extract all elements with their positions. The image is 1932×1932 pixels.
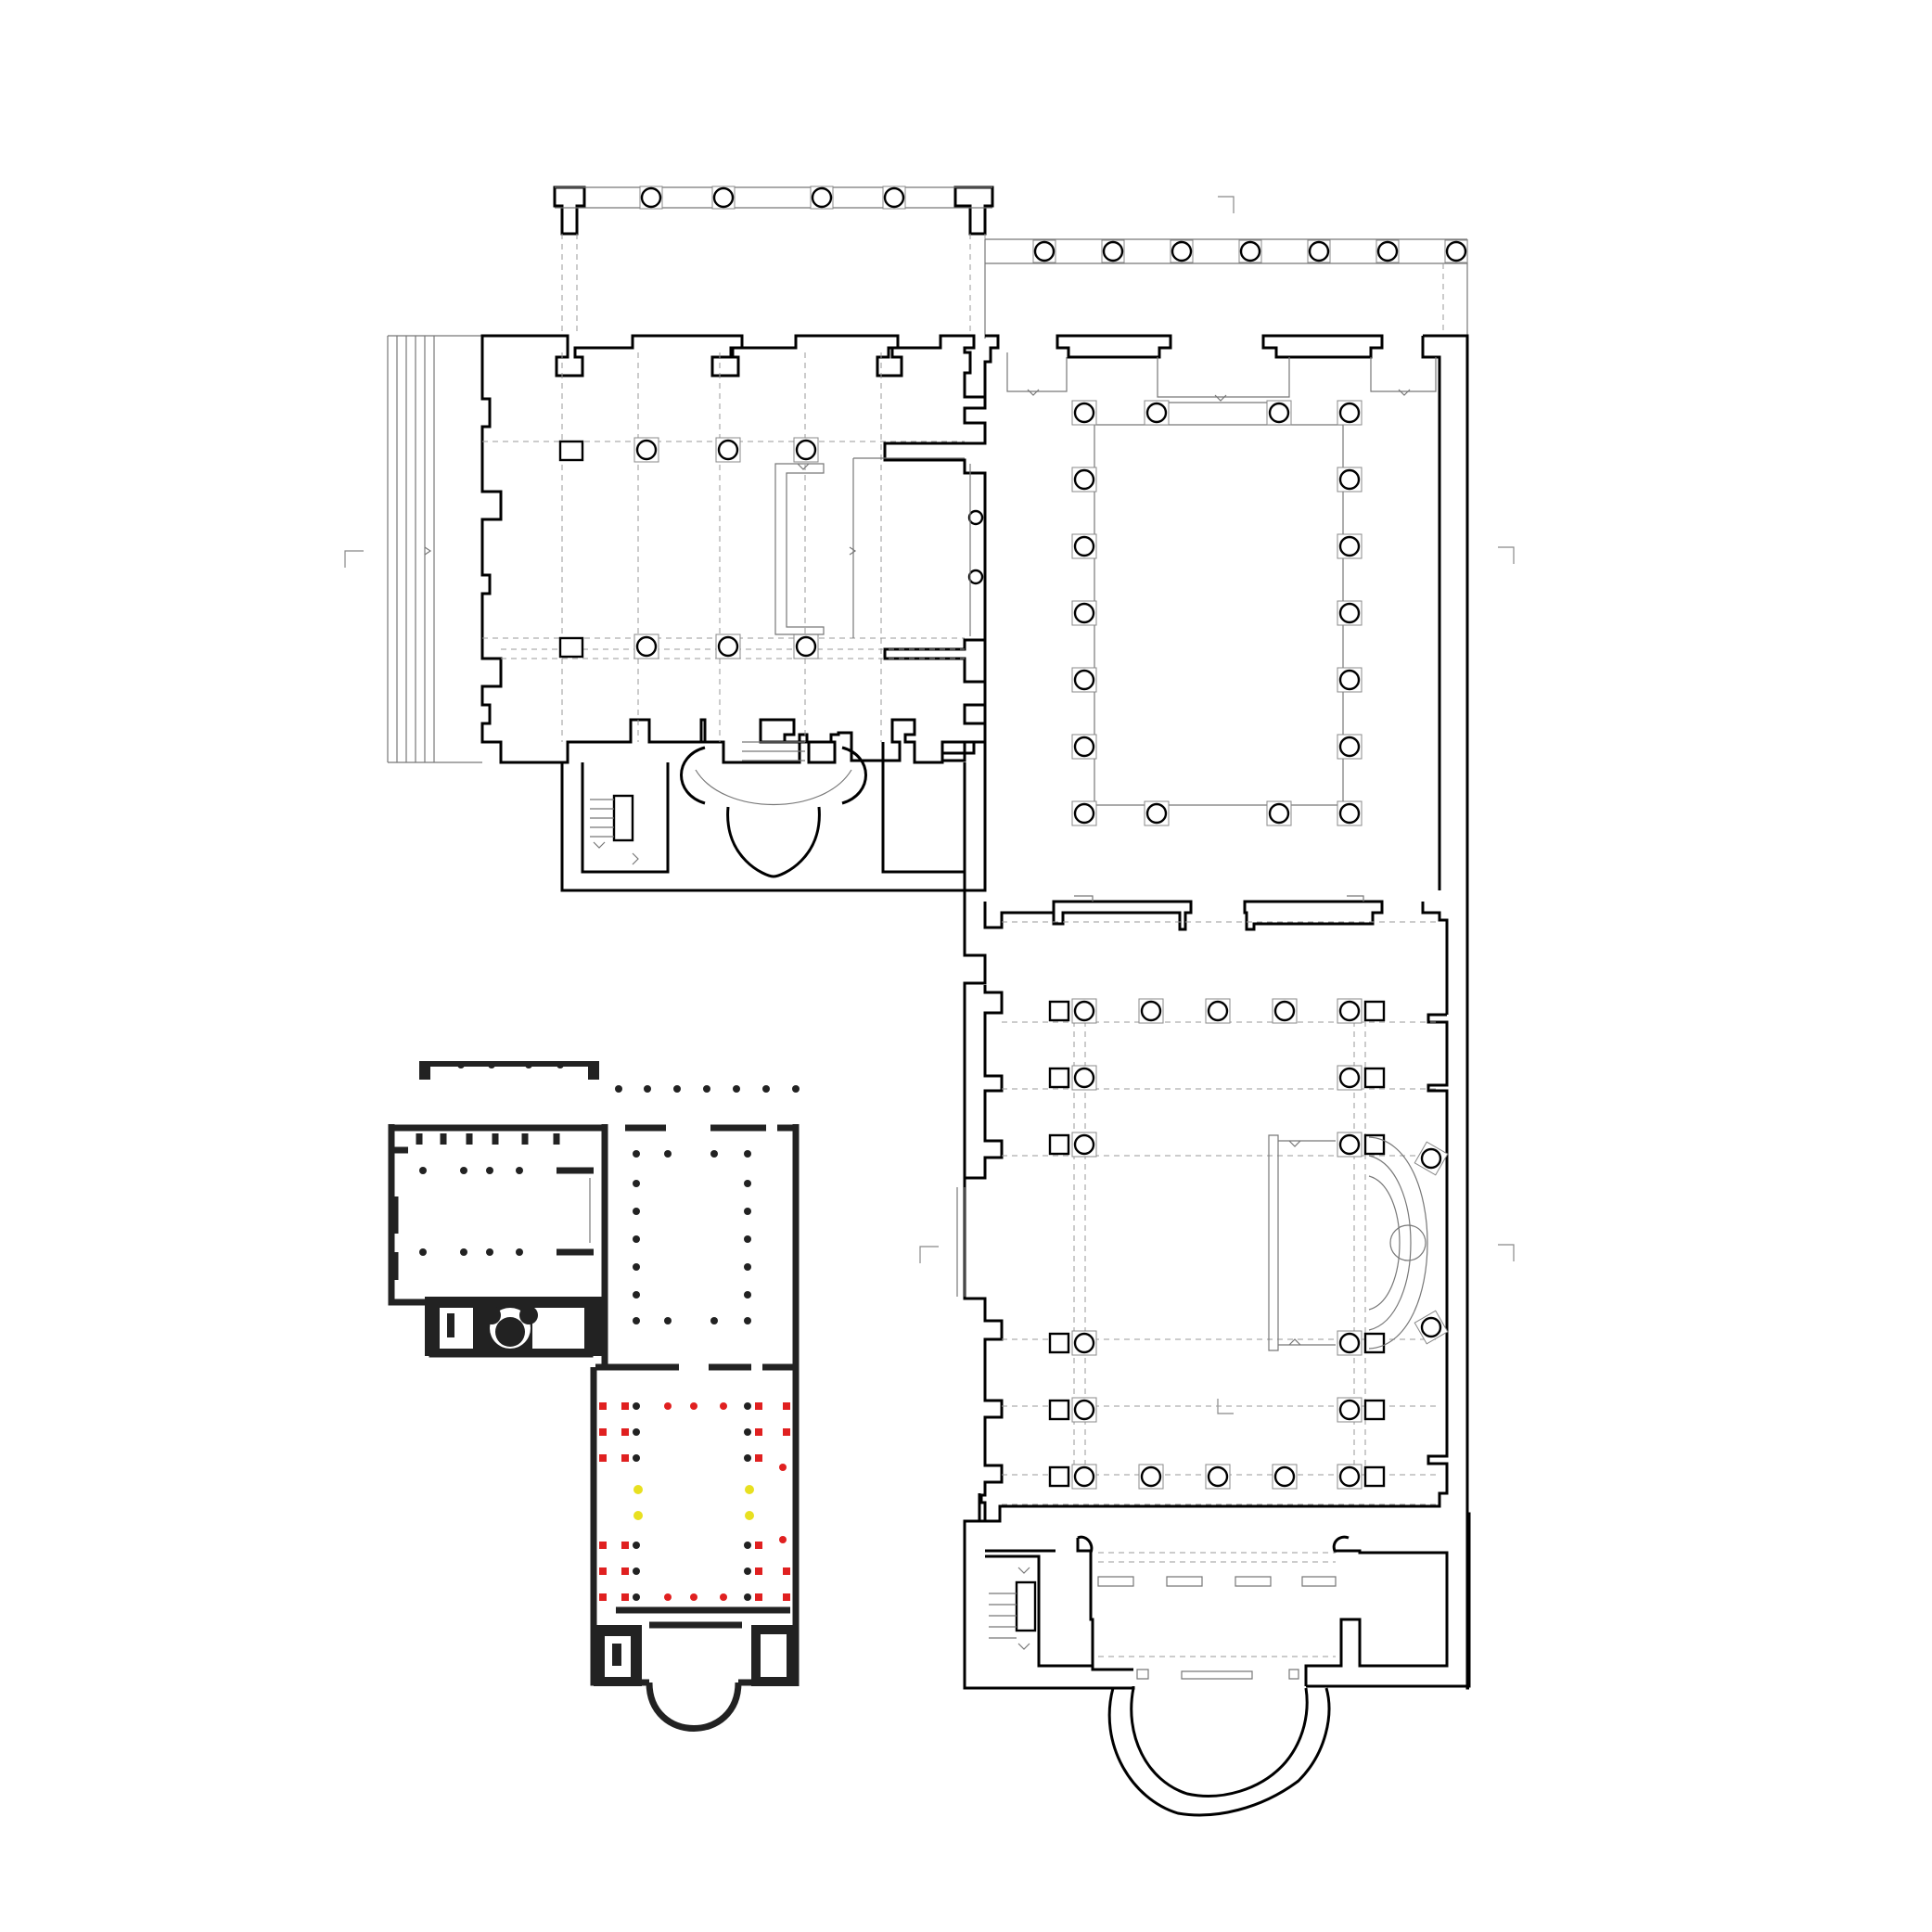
column bbox=[1338, 602, 1361, 624]
peristyle-north-row bbox=[1071, 400, 1363, 426]
column bbox=[1073, 1000, 1095, 1022]
nave-west-upper bbox=[1048, 1065, 1097, 1423]
key-plan bbox=[388, 1061, 800, 1732]
north-portico bbox=[553, 186, 994, 334]
nave-south-row bbox=[1048, 1464, 1386, 1490]
column bbox=[1239, 240, 1261, 262]
south-end bbox=[963, 1512, 1471, 1817]
column bbox=[883, 186, 905, 209]
basilica bbox=[956, 895, 1449, 1688]
column bbox=[1073, 602, 1095, 624]
column bbox=[1140, 1000, 1162, 1022]
stair-core bbox=[1015, 1580, 1037, 1632]
column bbox=[1338, 802, 1361, 825]
pier bbox=[558, 636, 584, 659]
west-hall bbox=[480, 334, 987, 764]
pier bbox=[1363, 1465, 1386, 1488]
column bbox=[1338, 1465, 1361, 1488]
peristyle-east-row bbox=[1337, 467, 1363, 760]
column bbox=[1207, 1465, 1229, 1488]
nave-north-row bbox=[1048, 998, 1386, 1024]
column bbox=[1073, 468, 1095, 491]
column bbox=[1338, 535, 1361, 557]
west-hall-annexes bbox=[560, 741, 966, 892]
column bbox=[1171, 240, 1193, 262]
peristyle-south-row bbox=[1071, 800, 1363, 826]
section-markers bbox=[344, 196, 1515, 1414]
column bbox=[1268, 802, 1290, 825]
column bbox=[1073, 535, 1095, 557]
column bbox=[1033, 240, 1056, 262]
column bbox=[1273, 1000, 1296, 1022]
column bbox=[640, 186, 662, 209]
column bbox=[1073, 669, 1095, 691]
column bbox=[811, 186, 833, 209]
column bbox=[1145, 802, 1168, 825]
key-plan-red-marks bbox=[599, 1402, 790, 1601]
pier bbox=[1048, 1465, 1070, 1488]
peristyle-west-row bbox=[1071, 467, 1097, 760]
hall-column-row-1 bbox=[633, 437, 819, 463]
pier bbox=[1048, 1000, 1070, 1022]
column bbox=[795, 439, 817, 461]
hall-column-row-2 bbox=[633, 633, 819, 659]
column bbox=[1445, 240, 1467, 262]
column bbox=[717, 635, 739, 658]
pier bbox=[1363, 1000, 1386, 1022]
column bbox=[1102, 240, 1124, 262]
portico-column-row-north bbox=[639, 186, 906, 210]
column bbox=[1376, 240, 1399, 262]
column bbox=[1338, 468, 1361, 491]
column bbox=[1073, 1465, 1095, 1488]
column bbox=[635, 635, 658, 658]
column bbox=[795, 635, 817, 658]
stair-core bbox=[612, 794, 634, 842]
column bbox=[1308, 240, 1330, 262]
column bbox=[1420, 1316, 1442, 1338]
key-plan-yellow-marks bbox=[633, 1485, 754, 1520]
column bbox=[712, 186, 735, 209]
column bbox=[1145, 402, 1168, 424]
nave-east-upper bbox=[1337, 1065, 1386, 1423]
column bbox=[1338, 1000, 1361, 1022]
column bbox=[967, 569, 984, 585]
column bbox=[1420, 1147, 1442, 1170]
column bbox=[1073, 736, 1095, 758]
column bbox=[635, 439, 658, 461]
column bbox=[1140, 1465, 1162, 1488]
column bbox=[967, 509, 984, 526]
courtyard bbox=[963, 334, 1469, 1690]
column bbox=[717, 439, 739, 461]
west-steps bbox=[387, 335, 482, 763]
column bbox=[1207, 1000, 1229, 1022]
pier bbox=[558, 440, 584, 462]
column bbox=[1338, 669, 1361, 691]
column bbox=[1268, 402, 1290, 424]
portico-column-row-east bbox=[1032, 239, 1468, 263]
column bbox=[1073, 402, 1095, 424]
column bbox=[1338, 402, 1361, 424]
column bbox=[1273, 1465, 1296, 1488]
column bbox=[1073, 802, 1095, 825]
east-portico bbox=[984, 238, 1468, 339]
column bbox=[1338, 736, 1361, 758]
